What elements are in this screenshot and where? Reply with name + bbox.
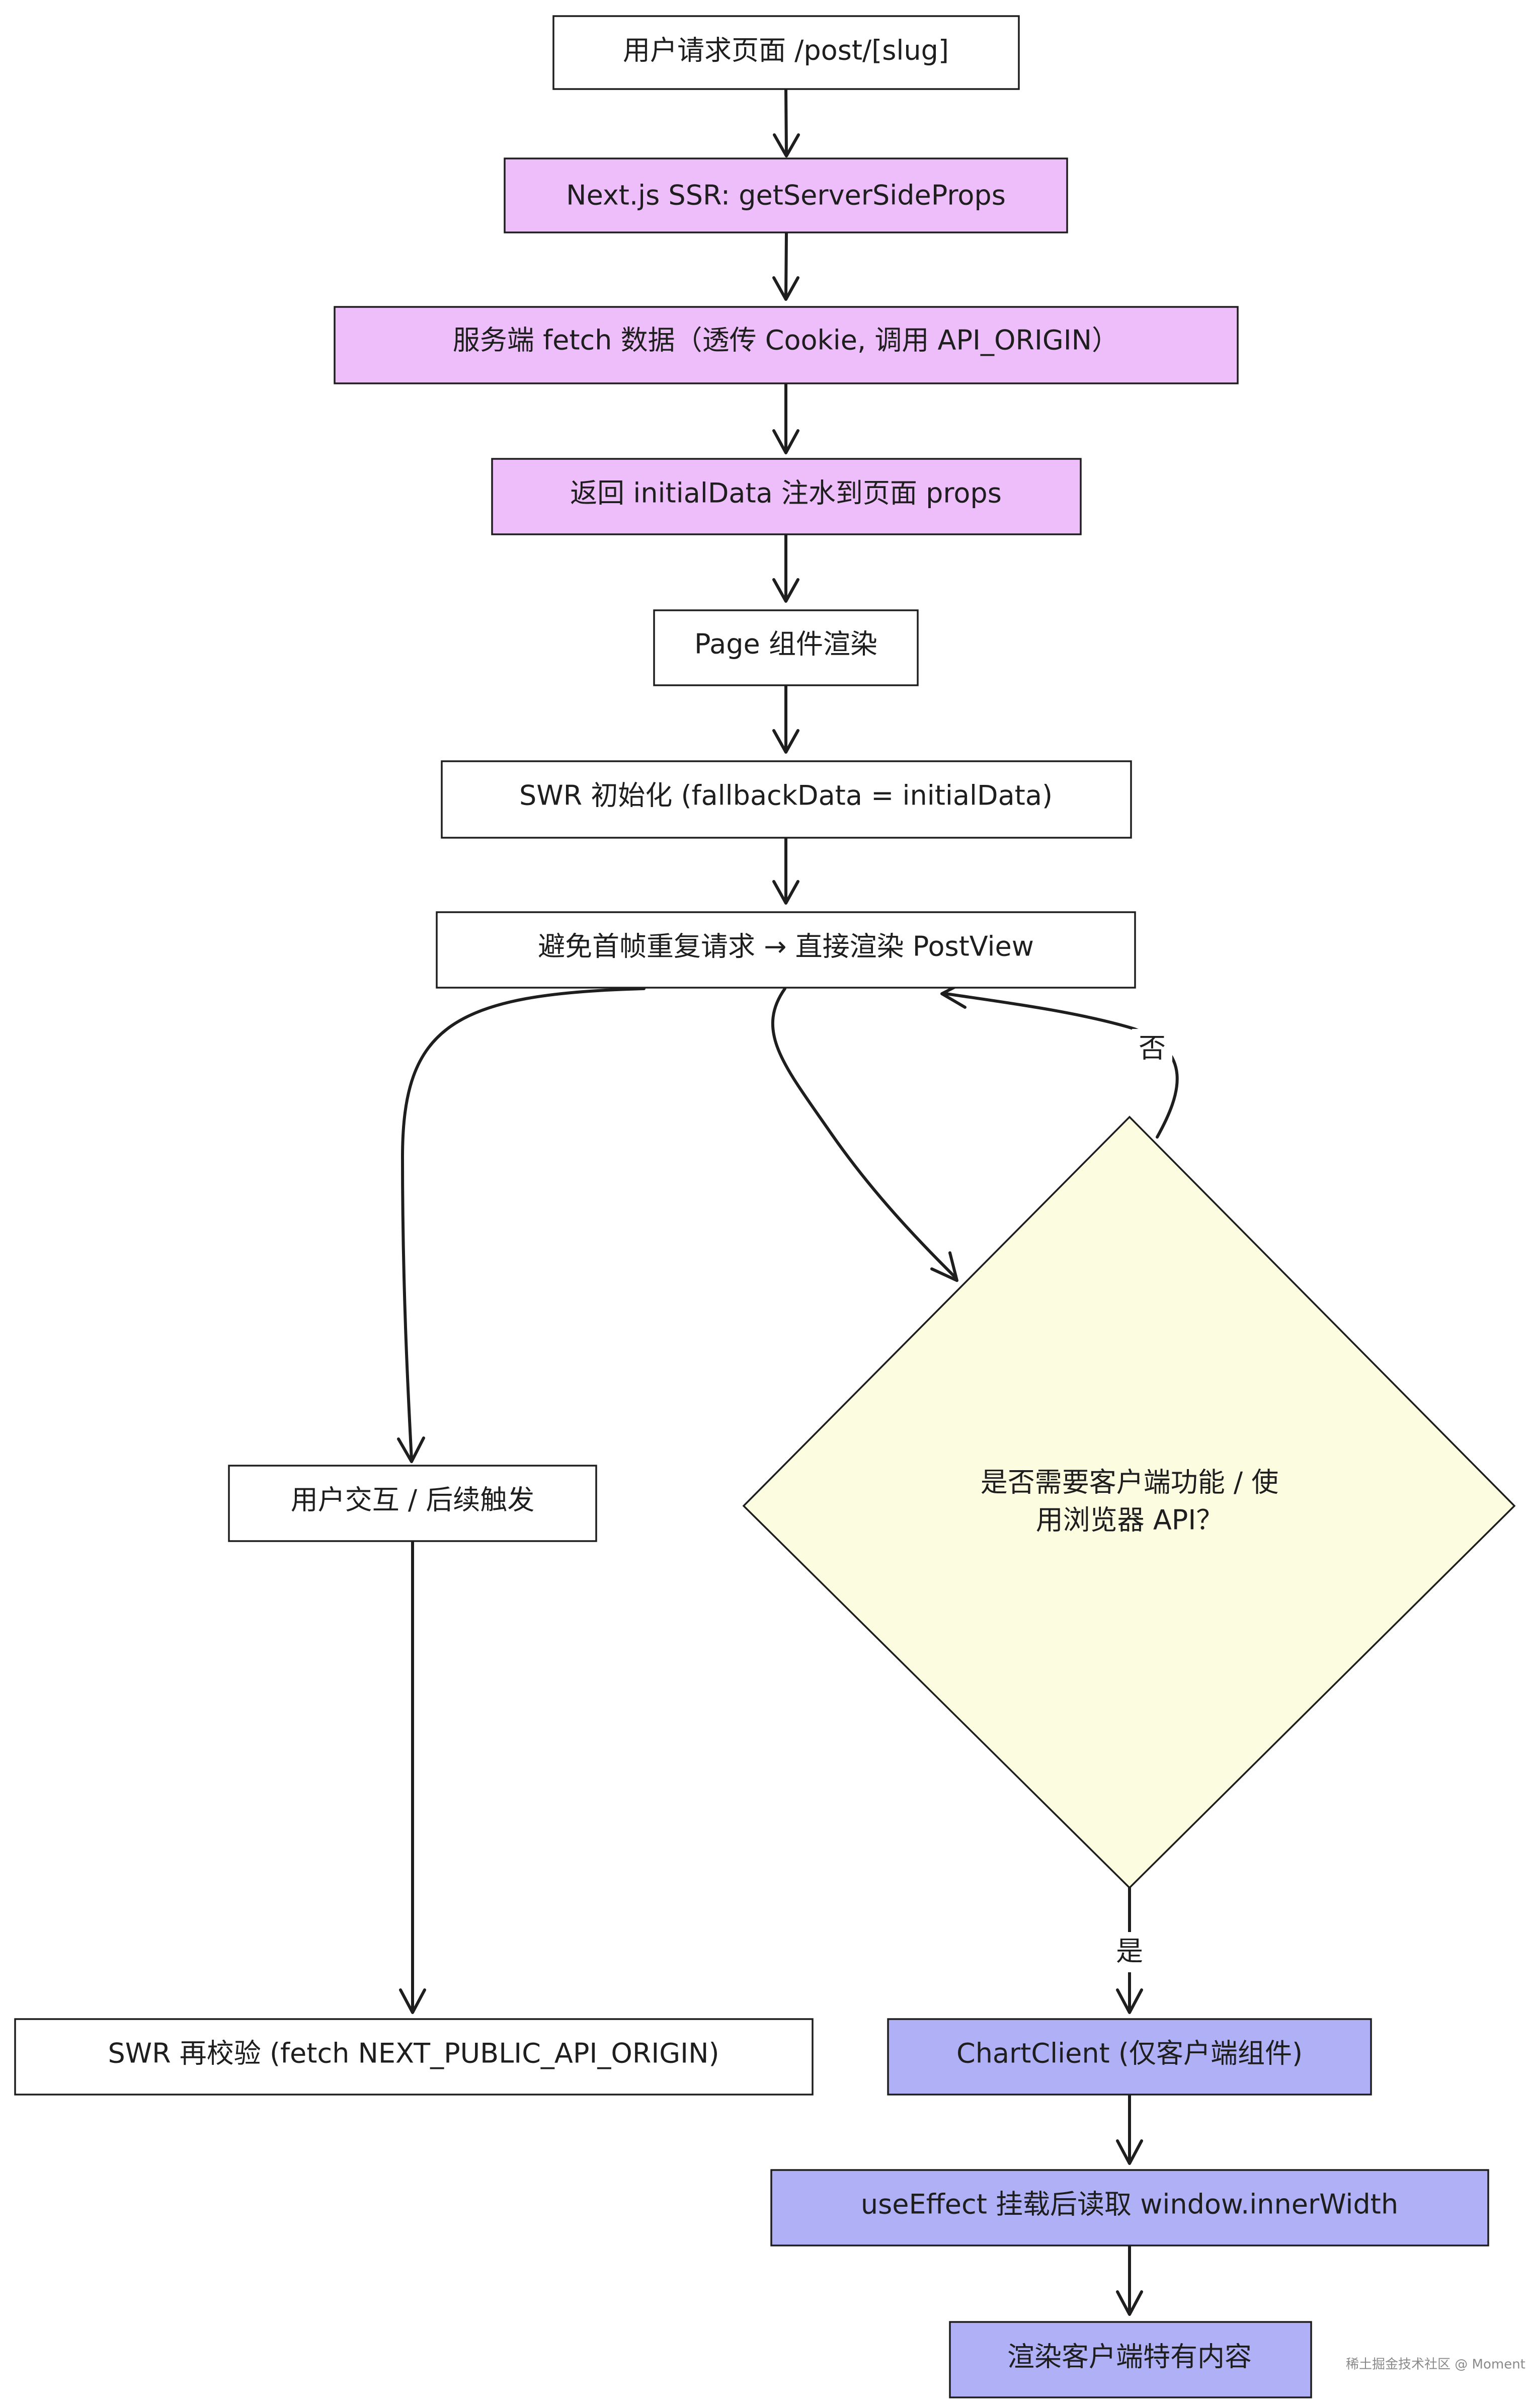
node-page-render-label: Page 组件渲染 (694, 628, 877, 660)
node-server-fetch-box (334, 306, 1239, 384)
node-request: 用户请求页面 /post/[slug] (552, 15, 1020, 90)
node-swr-init: SWR 初始化 (fallbackData = initialData) (441, 760, 1132, 839)
node-ssr-box (504, 157, 1068, 233)
node-swr-init-label: SWR 初始化 (fallbackData = initialData) (519, 780, 1053, 812)
edge-label-no: 否 (1139, 1032, 1166, 1064)
node-chart-client-box (887, 2018, 1372, 2096)
edge-label-yes: 是 (1116, 1936, 1143, 1967)
arrowhead-return (772, 429, 799, 454)
node-ssr: Next.js SSR: getServerSideProps (504, 157, 1068, 233)
node-user-interaction-box (228, 1465, 597, 1542)
node-server-fetch: 服务端 fetch 数据（透传 Cookie, 调用 API_ORIGIN） (334, 306, 1239, 384)
arrowhead-decision (930, 1251, 958, 1282)
node-server-fetch-label: 服务端 fetch 数据（透传 Cookie, 调用 API_ORIGIN） (453, 325, 1119, 356)
node-avoid-duplicate: 避免首帧重复请求 → 直接渲染 PostView (436, 911, 1136, 989)
node-chart-client: ChartClient (仅客户端组件) (887, 2018, 1372, 2096)
node-avoid-duplicate-box (436, 911, 1136, 989)
arrowhead-revalidate (399, 1988, 426, 2014)
node-decision: 是否需要客户端功能 / 使 用浏览器 API？ (742, 1115, 1516, 1889)
node-return-initial-box (491, 458, 1082, 535)
arrowhead-avoid (772, 880, 799, 905)
node-user-interaction-label: 用户交互 / 后续触发 (291, 1484, 535, 1516)
arrowhead-render (1116, 2290, 1143, 2316)
edges (397, 88, 1179, 2316)
node-page-render: Page 组件渲染 (653, 609, 919, 686)
edge-avoid-to-interaction (401, 987, 646, 1461)
node-render-client-label: 渲染客户端特有内容 (1007, 2341, 1252, 2373)
node-use-effect: useEffect 挂载后读取 window.innerWidth (770, 2169, 1489, 2246)
edge-label-yes-bg (1109, 1932, 1150, 1972)
node-return-initial: 返回 initialData 注水到页面 props (491, 458, 1082, 535)
arrowhead-ssr (773, 133, 800, 157)
node-swr-revalidate: SWR 再校验 (fetch NEXT_PUBLIC_API_ORIGIN) (14, 2018, 814, 2096)
node-render-client-box (949, 2321, 1312, 2398)
node-use-effect-box (770, 2169, 1489, 2246)
node-chart-client-label: ChartClient (仅客户端组件) (956, 2038, 1303, 2069)
node-decision-diamond (742, 1115, 1516, 1889)
node-return-initial-label: 返回 initialData 注水到页面 props (570, 477, 1002, 509)
arrowhead-chart (1116, 1988, 1143, 2014)
arrowhead-interaction (397, 1436, 425, 1463)
arrowhead-fetch (772, 276, 799, 301)
arrowhead-page (772, 578, 799, 603)
node-decision-label-line2: 用浏览器 API？ (1036, 1504, 1224, 1536)
node-swr-revalidate-label: SWR 再校验 (fetch NEXT_PUBLIC_API_ORIGIN) (108, 2038, 719, 2069)
node-swr-init-box (441, 760, 1132, 839)
node-request-box (552, 15, 1020, 90)
edge-avoid-to-decision (771, 987, 957, 1279)
arrowhead-effect (1116, 2139, 1143, 2165)
node-page-render-box (653, 609, 919, 686)
node-user-interaction: 用户交互 / 后续触发 (228, 1465, 597, 1542)
edge-label-no-bg (1132, 1029, 1172, 1069)
node-render-client: 渲染客户端特有内容 (949, 2321, 1312, 2398)
node-swr-revalidate-box (14, 2018, 814, 2096)
node-request-label: 用户请求页面 /post/[slug] (623, 35, 949, 66)
node-ssr-label: Next.js SSR: getServerSideProps (566, 180, 1006, 211)
arrowhead-swr (772, 729, 799, 754)
watermark: 稀土掘金技术社区 @ Moment (1346, 2357, 1525, 2372)
node-decision-label-line1: 是否需要客户端功能 / 使 (981, 1467, 1279, 1498)
node-avoid-duplicate-label: 避免首帧重复请求 → 直接渲染 PostView (538, 931, 1034, 962)
node-use-effect-label: useEffect 挂载后读取 window.innerWidth (861, 2189, 1398, 2220)
edge-decision-to-avoid-no (944, 992, 1179, 1139)
